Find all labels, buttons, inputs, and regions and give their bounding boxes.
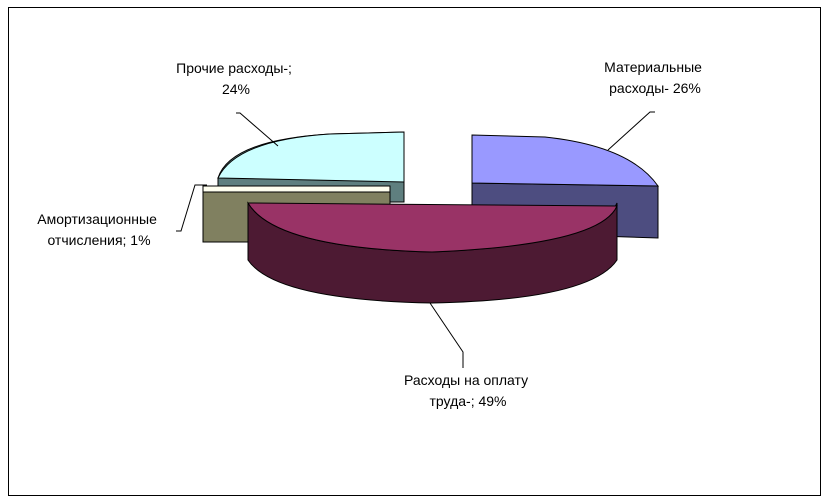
label-other-line-2: 24% — [222, 81, 250, 97]
label-material: Материальные расходы- 26% — [604, 59, 706, 96]
label-amort: Амортизационные отчисления; 1% — [37, 211, 161, 248]
label-other-line-1: Прочие расходы-; — [176, 60, 292, 76]
label-other: Прочие расходы-; 24% — [176, 60, 296, 97]
label-amort-line-2: отчисления; 1% — [47, 232, 150, 248]
leader-line-material — [607, 111, 655, 151]
label-labor-line-2: труда-; 49% — [430, 393, 507, 409]
label-labor: Расходы на оплату труда-; 49% — [404, 372, 532, 409]
leader-line-amort — [176, 184, 207, 232]
slice-other — [217, 131, 405, 203]
leader-line-labor — [429, 302, 464, 368]
label-labor-line-1: Расходы на оплату — [404, 372, 528, 388]
slice-labor — [247, 201, 618, 304]
label-amort-line-1: Амортизационные — [37, 211, 157, 227]
label-material-line-2: расходы- 26% — [609, 80, 701, 96]
label-material-line-1: Материальные — [604, 59, 702, 75]
leader-line-other — [236, 112, 279, 147]
